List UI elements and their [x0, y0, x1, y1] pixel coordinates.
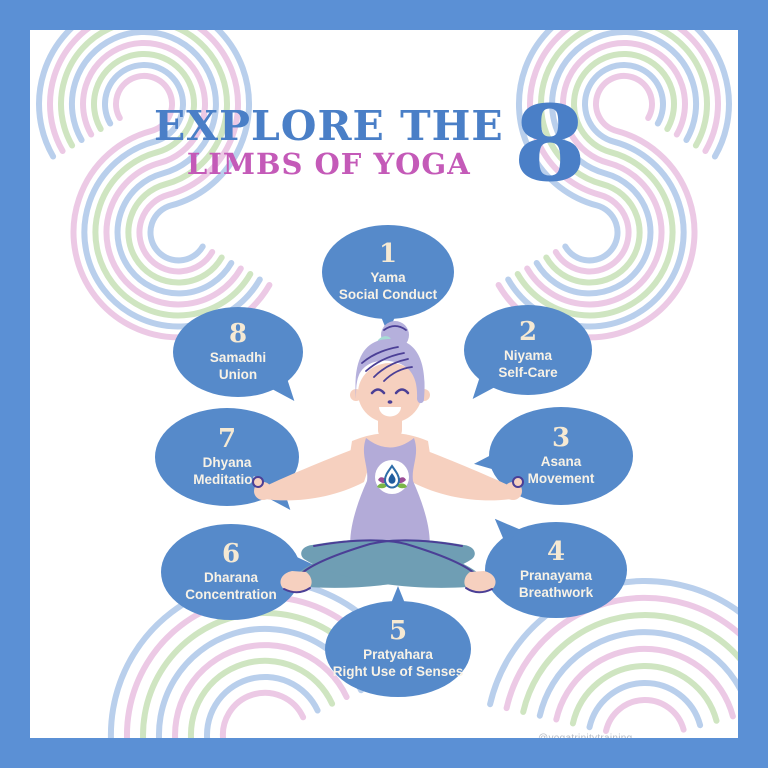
- limb-name: Asana: [540, 453, 582, 469]
- limb-bubble-pratyahara: 5 Pratyahara Right Use of Senses: [325, 586, 471, 697]
- rainbow-squiggle-top-left: [36, 30, 273, 341]
- limb-name: Samadhi: [209, 349, 267, 365]
- limb-description: Union: [218, 367, 258, 383]
- poster-title: EXPLORE THE LIMBS OF YOGA 8: [30, 82, 710, 205]
- limb-bubble-pranayama: 4 Pranayama Breathwork: [485, 522, 627, 618]
- limb-name: Dhyana: [202, 454, 252, 470]
- lotus-logo: [375, 460, 409, 494]
- limb-description: Breathwork: [518, 585, 594, 601]
- limb-name: Dharana: [203, 569, 259, 585]
- title-explore-the: EXPLORE THE: [154, 102, 504, 151]
- limb-bubble-samadhi: 8 Samadhi Union: [173, 307, 303, 397]
- limb-name: Pratyahara: [363, 646, 433, 662]
- limb-bubble-niyama: 2 Niyama Self-Care: [464, 305, 592, 395]
- limb-number: 5: [388, 616, 408, 647]
- limb-name: Pranayama: [519, 567, 593, 583]
- limb-name: Niyama: [503, 347, 553, 363]
- limb-bubble-yama: 1 Yama Social Conduct: [322, 225, 454, 334]
- limb-number: 6: [221, 539, 241, 570]
- limb-description: Right Use of Senses: [332, 664, 464, 680]
- limb-number: 1: [378, 239, 398, 270]
- title-number-8: 8: [513, 82, 586, 205]
- rainbow-squiggle-top-right: [495, 30, 732, 341]
- limb-number: 2: [518, 317, 538, 348]
- limb-description: Social Conduct: [338, 287, 438, 303]
- limb-number: 4: [546, 537, 566, 568]
- limb-bubble-dharana: 6 Dharana Concentration: [161, 524, 316, 620]
- poster-content-area: EXPLORE THE LIMBS OF YOGA 8 1 Yama Socia…: [30, 30, 738, 738]
- limb-description: Self-Care: [498, 365, 558, 381]
- credit-handle: @yogatrinitytraining: [538, 733, 633, 738]
- limb-description: Meditation: [193, 472, 261, 488]
- limb-name: Yama: [370, 269, 406, 285]
- limb-number: 8: [228, 319, 248, 350]
- limb-number: 3: [551, 423, 571, 454]
- limb-description: Movement: [527, 471, 595, 487]
- rainbow-fan-bottom-right: [487, 577, 738, 734]
- title-limbs-of-yoga: LIMBS OF YOGA: [186, 147, 471, 182]
- limb-number: 7: [217, 424, 237, 455]
- limb-description: Concentration: [185, 587, 277, 603]
- meditating-person-illustration: [252, 321, 524, 594]
